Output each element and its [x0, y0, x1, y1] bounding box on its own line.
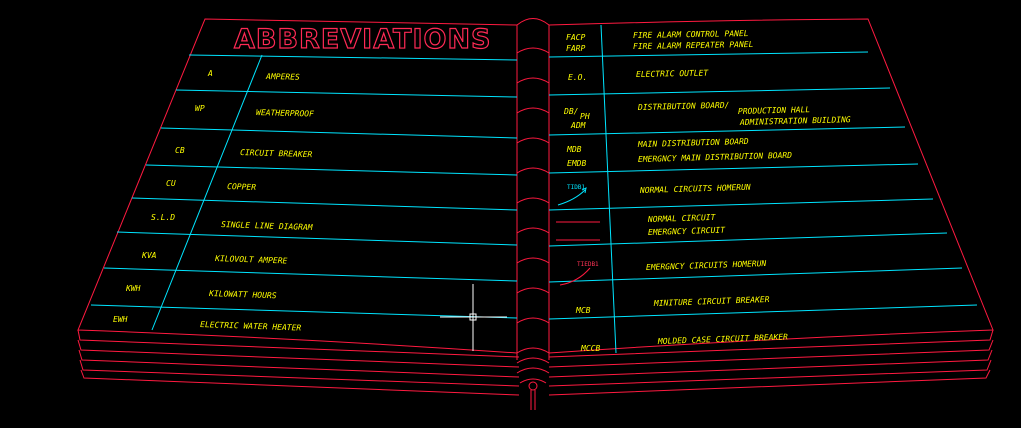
right-desc: DISTRIBUTION BOARD/	[637, 101, 730, 112]
left-desc: COPPER	[227, 182, 256, 192]
left-abbr: KWH	[125, 284, 141, 293]
svg-text:TIEDB1: TIEDB1	[577, 261, 599, 268]
left-abbr: CU	[166, 179, 176, 188]
right-desc: NORMAL CIRCUITS HOMERUN	[639, 183, 751, 195]
circuit-line-symbols	[556, 221, 600, 241]
right-abbr: FARP	[566, 44, 585, 53]
left-desc: KILOWATT HOURS	[208, 289, 277, 300]
left-abbr: WP	[195, 104, 205, 113]
left-page-outline	[77, 18, 518, 354]
right-desc: EMERGNCY CIRCUITS HOMERUN	[646, 259, 767, 272]
right-desc: ADMINISTRATION BUILDING	[739, 115, 851, 127]
right-desc: MINITURE CIRCUIT BREAKER	[653, 295, 770, 308]
right-desc: EMERGNCY CIRCUIT	[648, 226, 726, 237]
svg-text:TIDB1: TIDB1	[567, 184, 585, 191]
emergency-homerun-symbol: TIEDB1	[559, 261, 599, 286]
right-abbr: DB/	[563, 107, 579, 116]
page-title: ABBREVIATIONS	[234, 24, 492, 55]
right-desc: FIRE ALARM CONTROL PANEL	[633, 29, 749, 40]
book-spine	[516, 18, 550, 410]
left-abbr: KVA	[141, 251, 157, 260]
left-abbr: S.L.D	[151, 213, 175, 222]
right-abbr: MCCB	[580, 344, 600, 353]
left-abbr: CB	[175, 146, 185, 155]
right-page-outline	[548, 18, 994, 354]
page-stack-edges	[77, 329, 994, 396]
left-desc: CIRCUIT BREAKER	[240, 148, 313, 159]
right-abbr: ADM	[570, 121, 587, 130]
right-desc: PRODUCTION HALL	[738, 105, 811, 116]
right-desc: NORMAL CIRCUIT	[647, 213, 717, 224]
crosshair-cursor-icon	[440, 284, 507, 351]
normal-homerun-symbol: TIDB1	[557, 184, 587, 206]
right-abbr: E.O.	[568, 73, 587, 82]
left-desc: WEATHERPROOF	[256, 108, 314, 119]
right-desc: FIRE ALARM REPEATER PANEL	[633, 40, 754, 51]
left-desc: KILOVOLT AMPERE	[214, 254, 288, 266]
right-page-grid	[548, 24, 978, 354]
right-abbr: FACP	[566, 33, 585, 42]
left-abbr: EWH	[113, 315, 128, 324]
right-desc: ELECTRIC OUTLET	[636, 68, 710, 79]
right-abbreviations-list: FACP FARP FIRE ALARM CONTROL PANEL FIRE …	[556, 29, 851, 353]
right-abbr: MCB	[575, 306, 591, 315]
left-abbr: A	[207, 69, 213, 78]
left-abbreviations-list: A AMPERES WP WEATHERPROOF CB CIRCUIT BRE…	[113, 69, 314, 333]
right-desc: MAIN DISTRIBUTION BOARD	[637, 137, 749, 149]
right-abbr: EMDB	[567, 159, 586, 168]
right-abbr: MDB	[566, 145, 582, 154]
left-desc: AMPERES	[265, 72, 300, 82]
right-abbr: PH	[580, 112, 590, 121]
left-page-grid	[90, 54, 518, 331]
right-desc: MOLDED CASE CIRCUIT BREAKER	[657, 332, 788, 346]
right-desc: EMERGNCY MAIN DISTRIBUTION BOARD	[638, 151, 792, 164]
left-desc: SINGLE LINE DIAGRAM	[221, 220, 314, 232]
left-desc: ELECTRIC WATER HEATER	[200, 320, 302, 333]
